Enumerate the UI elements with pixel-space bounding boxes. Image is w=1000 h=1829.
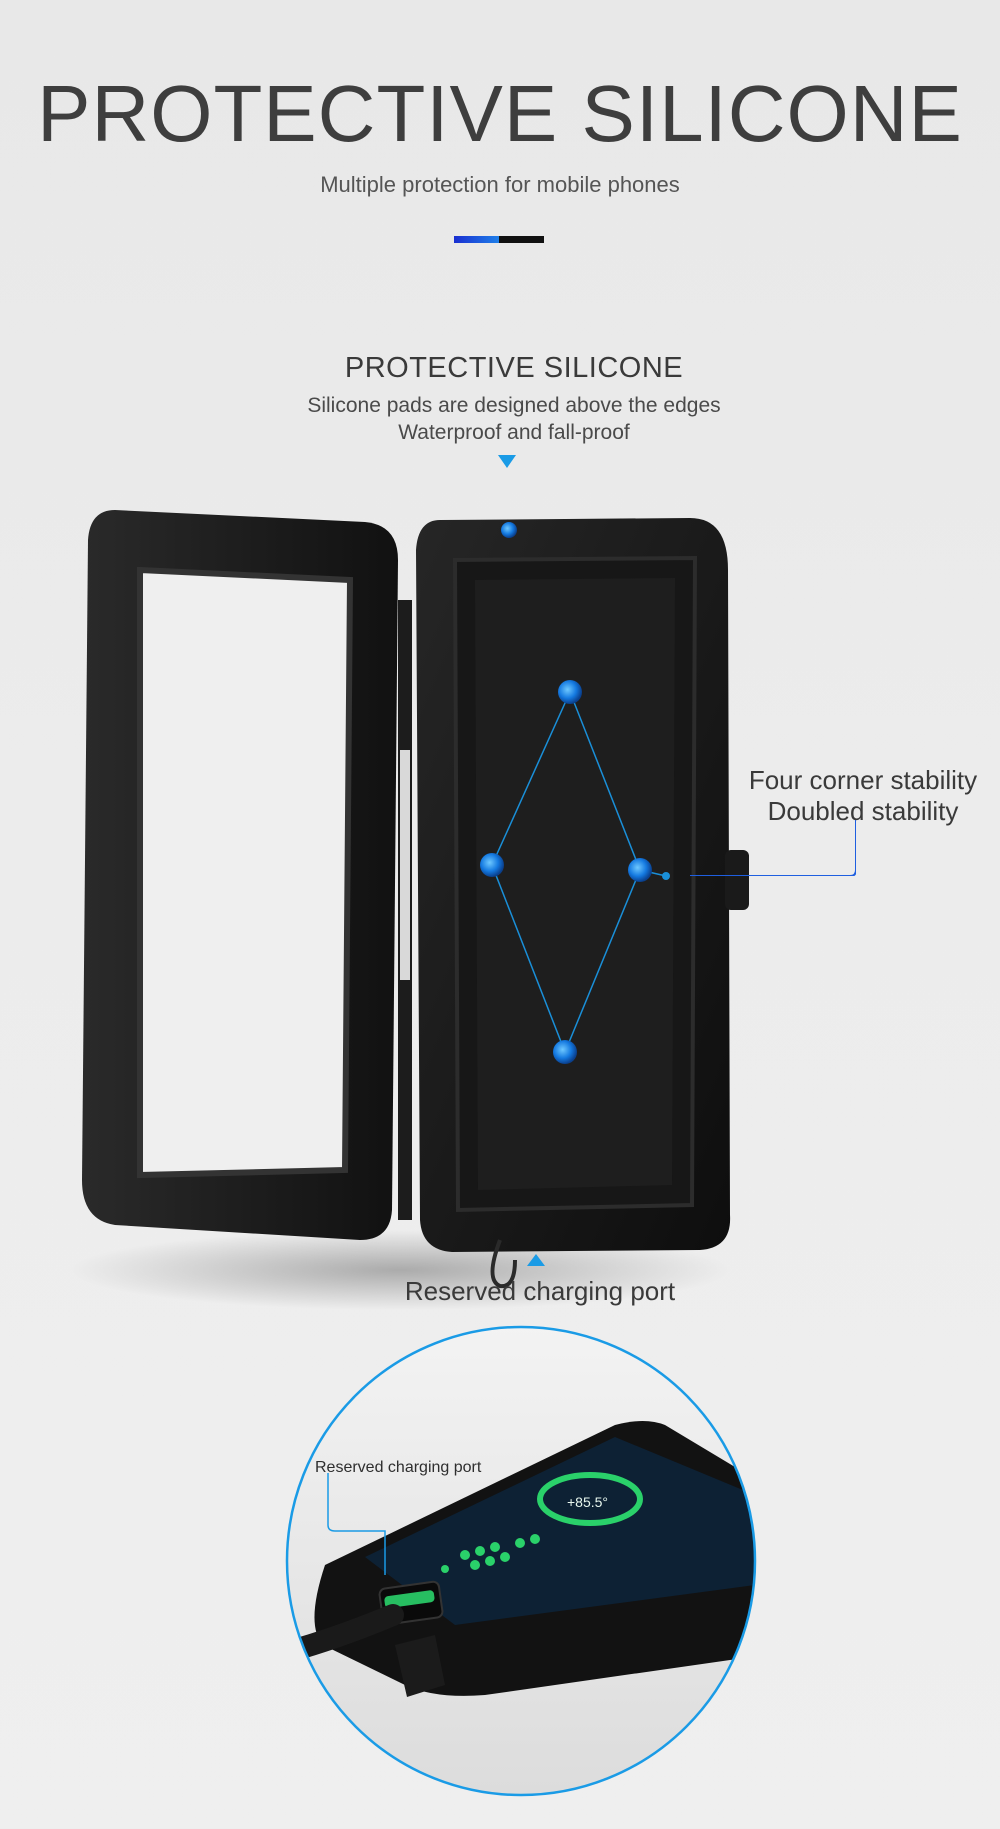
silicone-pad-right	[628, 858, 652, 882]
silicone-pad-top	[558, 680, 582, 704]
port-flap	[395, 1635, 445, 1697]
hero-title: PROTECTIVE SILICONE	[37, 69, 963, 158]
up-arrow-icon	[527, 1254, 545, 1266]
charging-port-label: Reserved charging port	[404, 1276, 676, 1306]
charge-dots	[441, 1534, 540, 1573]
section-desc-line-1: Silicone pads are designed above the edg…	[307, 394, 721, 417]
callout-leader-line	[690, 820, 856, 876]
stability-callout: Four corner stability Doubled stability	[728, 765, 998, 827]
charging-cable	[490, 1239, 517, 1289]
section-desc-line-2: Waterproof and fall-proof	[398, 421, 630, 444]
silicone-pad-left	[480, 853, 504, 877]
stability-line-2: Doubled stability	[767, 796, 959, 826]
silicone-pad-top-edge	[501, 522, 517, 538]
detail-zoom-circle: +85.5°	[285, 1325, 757, 1797]
section-title: PROTECTIVE SILICONE	[344, 352, 684, 384]
stability-line-1: Four corner stability	[748, 765, 978, 795]
charge-reading: +85.5°	[567, 1494, 608, 1510]
section-description: Silicone pads are designed above the edg…	[0, 392, 1000, 446]
lid-window	[137, 566, 354, 1179]
accent-divider	[454, 236, 544, 243]
zoom-phone-screen	[365, 1437, 755, 1625]
down-arrow-icon	[498, 455, 516, 468]
silicone-pad-bottom	[553, 1040, 577, 1064]
zoom-charging-cable	[287, 1604, 404, 1666]
charge-ring	[537, 1472, 643, 1526]
hero-subtitle: Multiple protection for mobile phones	[320, 172, 680, 197]
zoom-charging-port-label: Reserved charging port	[315, 1459, 482, 1476]
side-button	[725, 850, 749, 910]
phone-case-illustration	[70, 510, 749, 1310]
